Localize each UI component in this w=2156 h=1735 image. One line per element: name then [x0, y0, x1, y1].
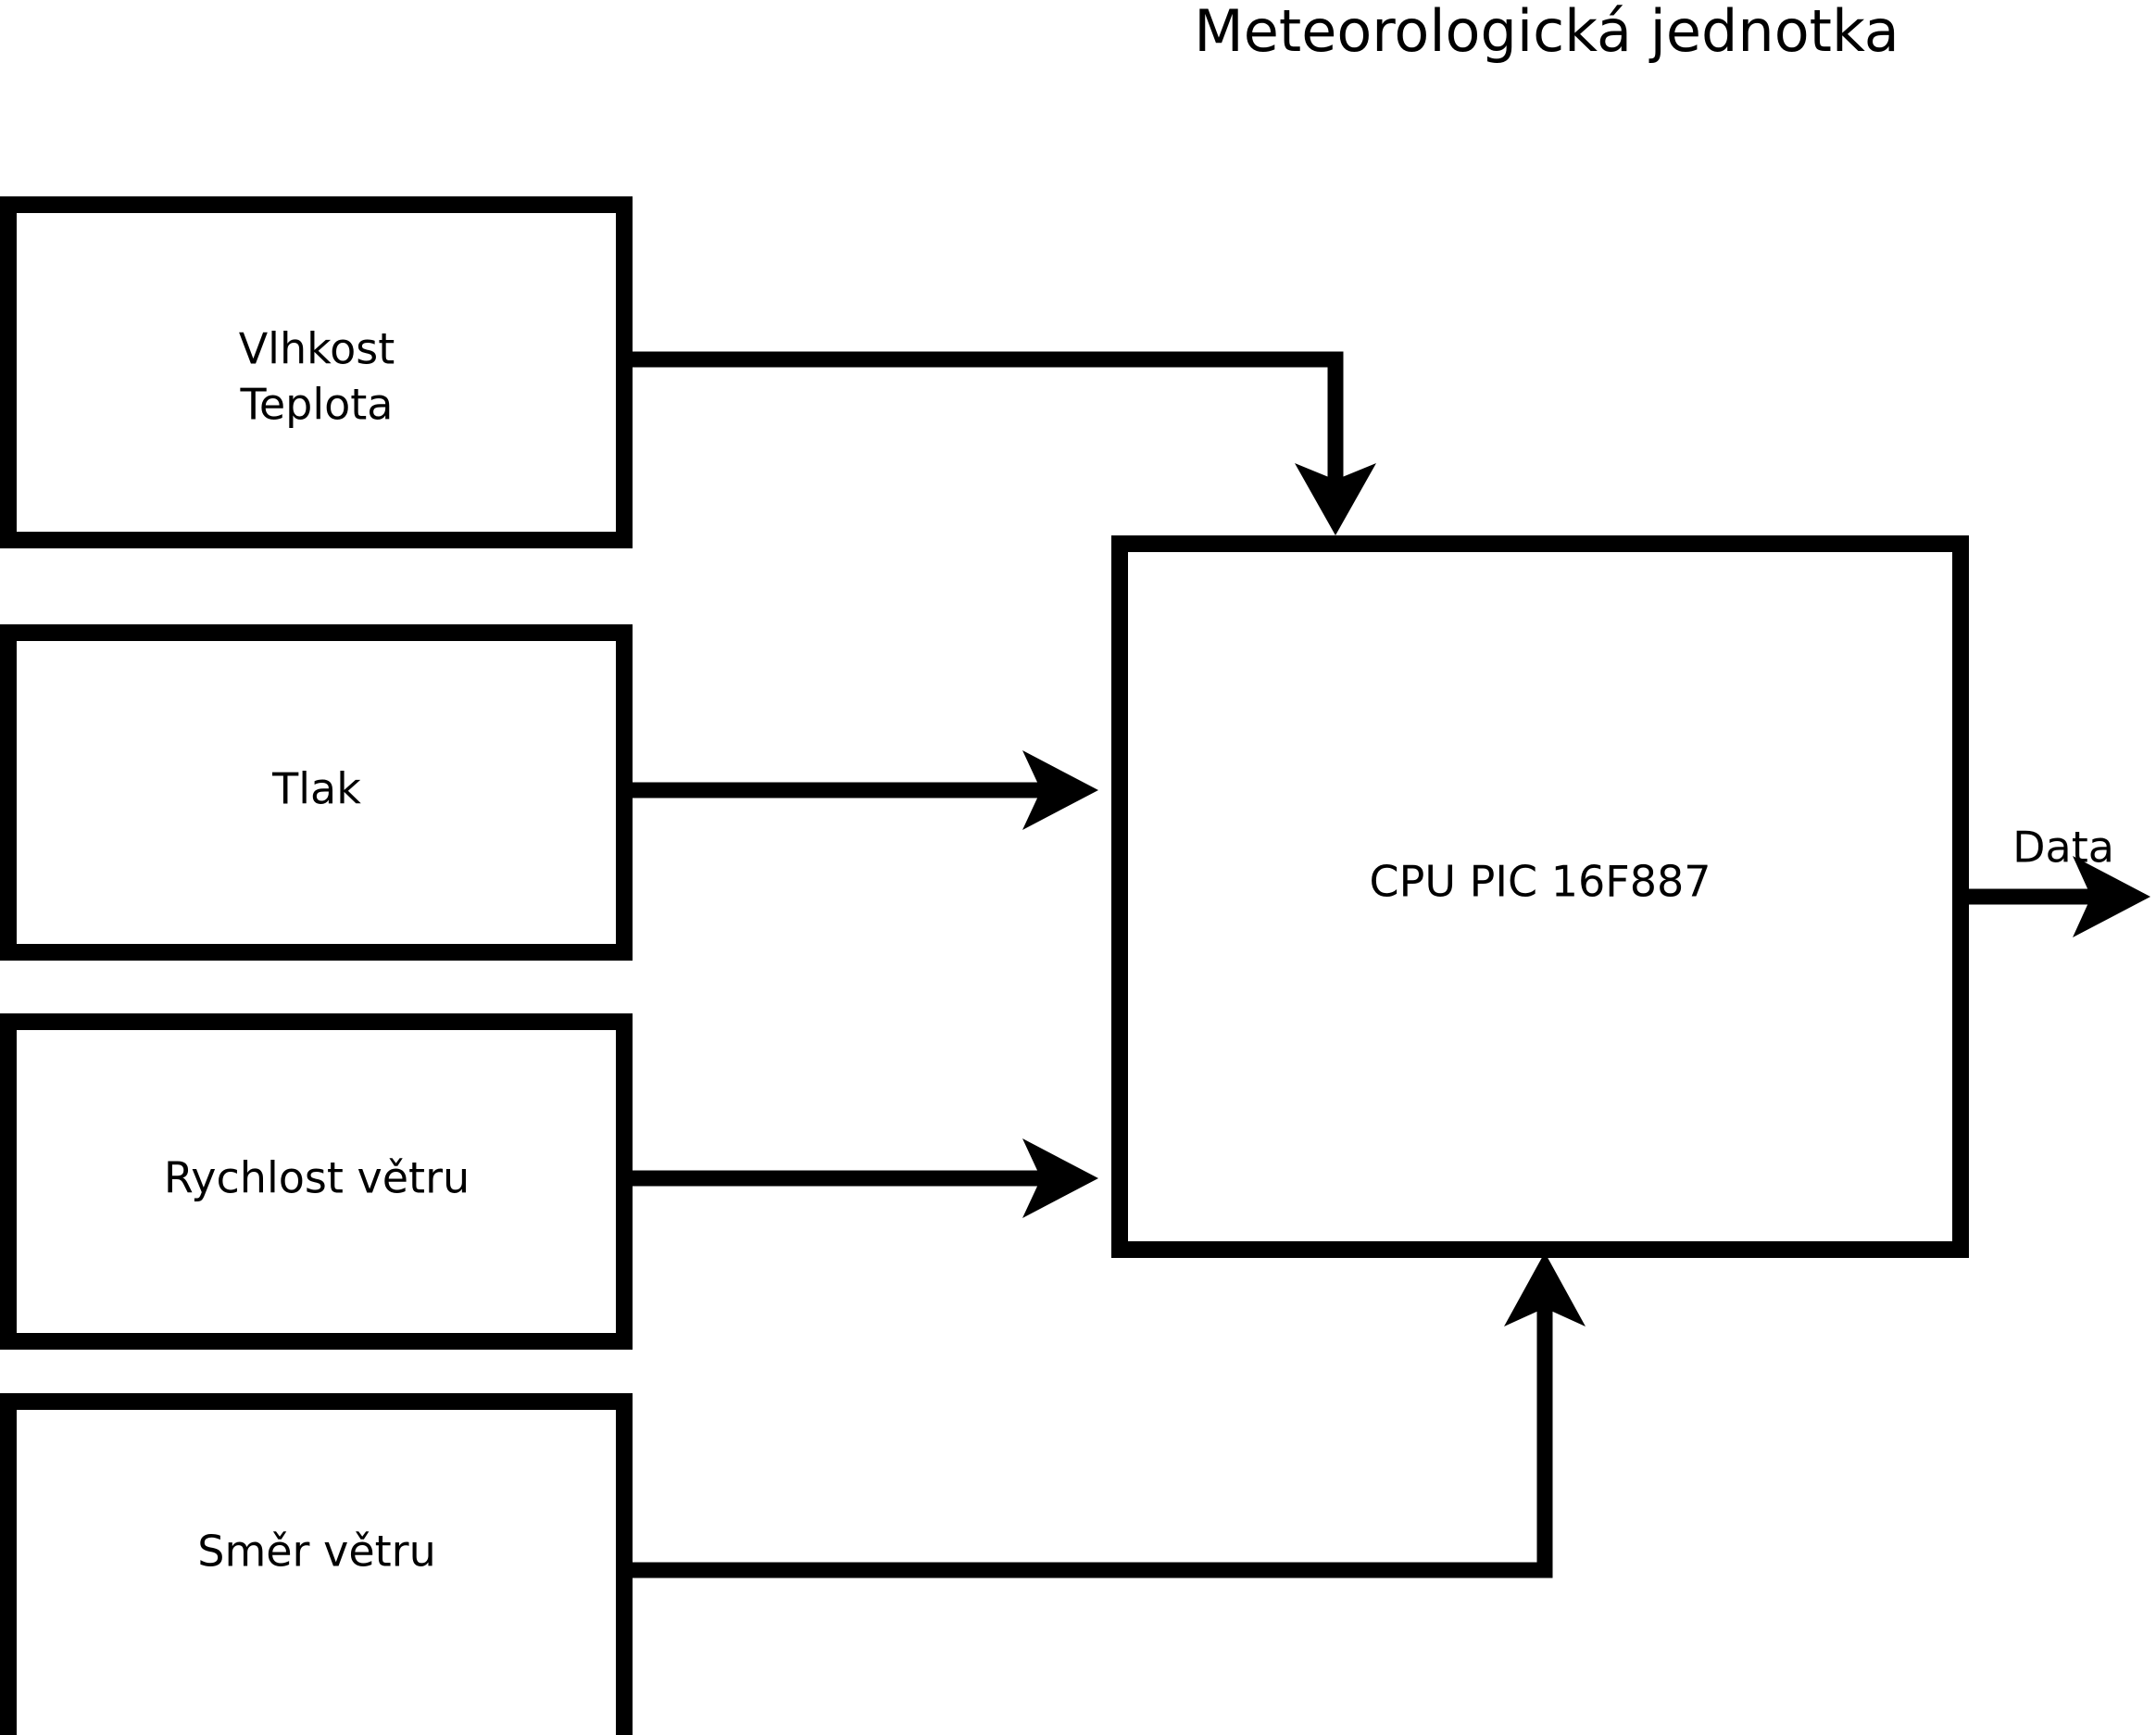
arrowhead-down-icon	[1295, 463, 1376, 535]
block-wind-direction[interactable]: Směr větru	[0, 1393, 633, 1735]
block-pressure-label: Tlak	[271, 764, 361, 814]
connector-winddirection-to-cpu	[633, 1252, 1586, 1578]
block-humidity-temperature-line2: Teplota	[240, 380, 394, 430]
block-wind-speed-label: Rychlost větru	[164, 1153, 470, 1203]
connector-windspeed-to-cpu	[633, 1138, 1098, 1218]
block-cpu[interactable]: CPU PIC 16F887	[1111, 535, 1969, 1258]
connector-pressure-to-cpu	[633, 750, 1098, 830]
block-wind-direction-label: Směr větru	[197, 1527, 435, 1577]
block-cpu-label: CPU PIC 16F887	[1370, 857, 1711, 907]
block-pressure-rect[interactable]	[0, 624, 633, 961]
connector-cpu-to-data: Data	[1969, 823, 2150, 937]
arrowhead-right-icon	[2073, 856, 2150, 937]
block-wind-direction-rect[interactable]	[0, 1393, 633, 1735]
block-pressure[interactable]: Tlak	[0, 624, 633, 961]
block-wind-speed-rect[interactable]	[0, 1013, 633, 1350]
arrowhead-right-icon	[1022, 1138, 1098, 1218]
block-humidity-temperature[interactable]: Vlhkost Teplota	[0, 196, 633, 548]
block-cpu-rect[interactable]	[1111, 535, 1969, 1258]
page-title: Meteorologická jednotka	[1194, 0, 1899, 65]
block-humidity-temperature-line1: Vlhkost	[239, 324, 395, 374]
block-humidity-temperature-rect[interactable]	[0, 196, 633, 548]
output-data-label: Data	[2012, 823, 2114, 873]
connector-humidity-to-cpu	[633, 351, 1376, 535]
block-wind-speed[interactable]: Rychlost větru	[0, 1013, 633, 1350]
arrowhead-right-icon	[1022, 750, 1098, 830]
arrowhead-up-icon	[1504, 1252, 1586, 1326]
